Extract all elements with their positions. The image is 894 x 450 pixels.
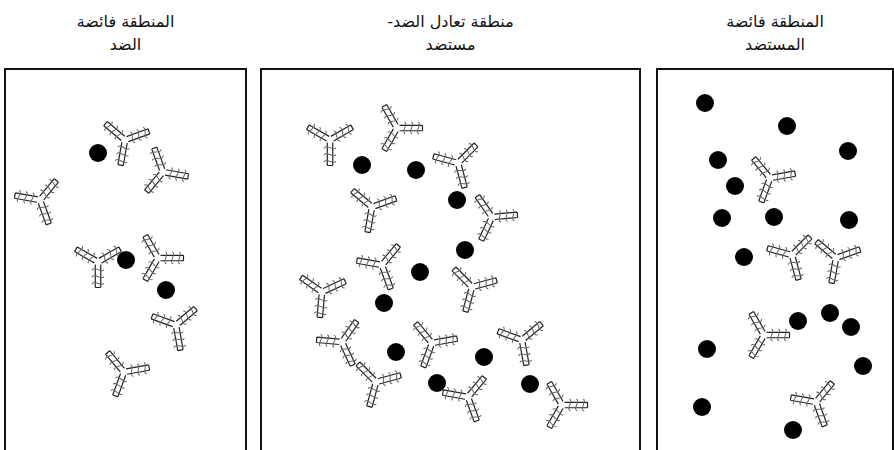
- antibody-symbol: [73, 244, 123, 287]
- antibody-symbol: [305, 122, 355, 165]
- antigen-dot: [157, 281, 175, 299]
- region-heading: المنطقة فائضة الضد: [61, 10, 191, 56]
- antibody-symbol: [807, 236, 864, 287]
- antigen-dot: [407, 161, 425, 179]
- antibody-symbol: [363, 100, 428, 163]
- antigen-dot: [353, 156, 371, 174]
- antigen-dot: [375, 294, 393, 312]
- region-heading: المنطقة فائضة المستضد: [710, 10, 840, 56]
- panel-border: [4, 68, 247, 450]
- antibody-symbol: [96, 118, 153, 169]
- antibody-symbol: [400, 318, 462, 376]
- heading-area: منطقة تعادل الضد-مستضد: [260, 4, 641, 62]
- heading-area: المنطقة فائضة الضد: [4, 4, 247, 62]
- antibody-symbol: [738, 153, 800, 211]
- antibody-symbol: [441, 263, 501, 318]
- antibody-symbol: [438, 372, 500, 430]
- antigen-dot: [456, 241, 474, 259]
- antibody-symbol: [429, 139, 489, 194]
- antigen-dot: [840, 211, 858, 229]
- panel-border: [656, 68, 894, 450]
- antigen-dot: [387, 343, 405, 361]
- antigen-dot: [521, 375, 539, 393]
- region-panel: المنطقة فائضة المستضد: [656, 0, 894, 450]
- region-panel: منطقة تعادل الضد-مستضد: [260, 0, 641, 450]
- antibody-symbols: [10, 100, 863, 440]
- antigen-dot: [778, 117, 796, 135]
- antigen-dot: [475, 348, 493, 366]
- antibody-symbol: [312, 315, 376, 376]
- antigen-dot: [735, 248, 753, 266]
- antibody-symbol: [352, 240, 414, 298]
- panel-border: [260, 68, 641, 450]
- antigen-dot: [821, 304, 839, 322]
- antibody-symbol: [345, 358, 405, 413]
- antigen-dot: [789, 312, 807, 330]
- antibody-symbol: [148, 303, 205, 354]
- antigen-dot: [842, 318, 860, 336]
- antibody-symbol: [127, 142, 193, 207]
- antigen-dot: [117, 251, 135, 269]
- antibody-symbol: [763, 231, 823, 286]
- antigen-dot: [693, 398, 711, 416]
- antigen-dot: [411, 263, 429, 281]
- region-heading: منطقة تعادل الضد-مستضد: [376, 10, 526, 56]
- antigen-dot: [696, 94, 714, 112]
- antigen-dot: [726, 177, 744, 195]
- antibody-symbol: [494, 318, 551, 369]
- antigen-dots: [89, 94, 872, 439]
- antigen-dot: [698, 340, 716, 358]
- antigen-dot: [765, 208, 783, 226]
- antigen-dot: [839, 142, 857, 160]
- region-panel: المنطقة فائضة الضد: [4, 0, 247, 450]
- antigen-dot: [448, 191, 466, 209]
- antibody-symbol: [343, 185, 400, 236]
- antibody-symbol: [92, 347, 154, 405]
- antigen-dot: [854, 357, 872, 375]
- antigen-dot: [713, 209, 731, 227]
- antibody-symbol: [730, 307, 795, 370]
- antibody-symbol: [10, 175, 72, 233]
- antigen-dot: [428, 374, 446, 392]
- antibody-symbol: [295, 272, 349, 320]
- antigen-dot: [709, 151, 727, 169]
- antigen-dot: [89, 144, 107, 162]
- heading-area: المنطقة فائضة المستضد: [656, 4, 894, 62]
- antigen-dot: [784, 421, 802, 439]
